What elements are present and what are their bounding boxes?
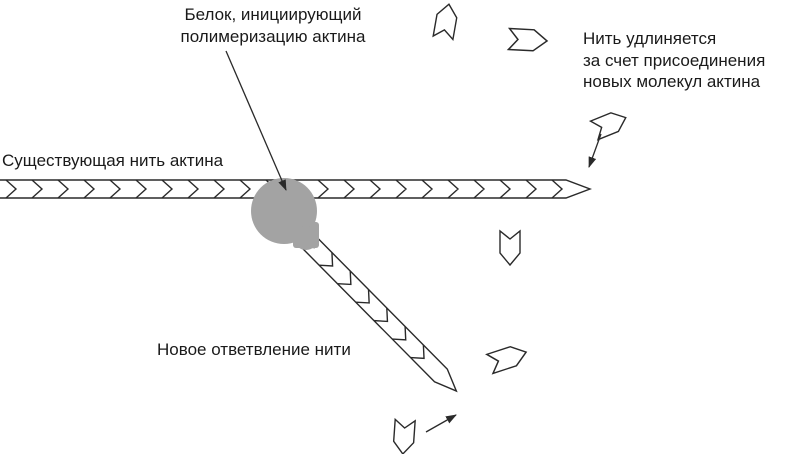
pointer-arrows: [225, 50, 602, 433]
label-line: новых молекул актина: [583, 72, 761, 91]
filament-chevrons: [5, 179, 564, 199]
label-line: полимеризацию актина: [180, 26, 366, 46]
actin-monomer-icon: [589, 107, 631, 141]
label-line: за счет присоединения: [583, 50, 766, 70]
label-line: Нить удлиняется: [583, 29, 717, 48]
protein-initiator-label: Белок, инициирующий полимеризацию актина: [155, 4, 391, 47]
elongation-label: Нить удлиняется за счет присоединения но…: [583, 28, 765, 93]
actin-monomer-icon: [432, 1, 460, 41]
blob-lobe: [294, 226, 318, 250]
actin-monomer-icon: [507, 27, 549, 53]
new-branch-label: Новое ответвление нити: [157, 340, 351, 359]
actin-monomer-icon: [486, 341, 530, 375]
elongation-pointer-arrow-icon: [588, 133, 602, 168]
initiator-protein-blob: [251, 178, 319, 250]
branch-pointer-arrow-icon: [425, 414, 457, 433]
existing-filament-label: Существующая нить актина: [2, 151, 224, 170]
actin-monomer-icon: [392, 418, 416, 454]
actin-monomer-icon: [499, 230, 521, 266]
label-line: Белок, инициирующий: [184, 5, 362, 24]
new-branch-filament: [288, 221, 458, 393]
branch-body: [288, 221, 458, 393]
protein-pointer-arrow-icon: [225, 50, 287, 191]
